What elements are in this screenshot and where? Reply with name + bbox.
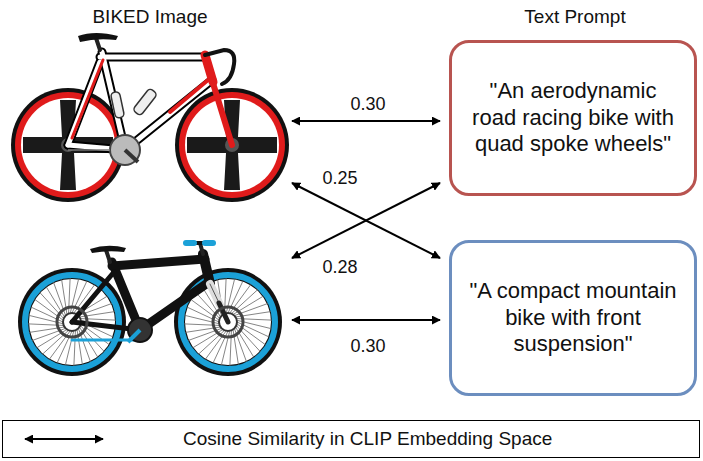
saddle	[78, 33, 118, 42]
legend-arrow-sample	[21, 429, 121, 449]
disc-brake	[57, 307, 87, 337]
crank	[128, 330, 140, 342]
column-heading: Text Prompt	[522, 6, 627, 28]
crank	[125, 150, 138, 162]
similarity-arrow	[292, 183, 440, 258]
chain	[68, 149, 110, 151]
road-bike	[11, 33, 289, 202]
similarity-arrows	[292, 121, 440, 320]
prompt-text: "An aerodynamic road racing bike with qu…	[466, 78, 680, 157]
prompt-box: "An aerodynamic road racing bike with qu…	[449, 40, 697, 196]
legend-box: Cosine Similarity in CLIP Embedding Spac…	[2, 420, 700, 458]
chainring	[128, 318, 152, 342]
similarity-score: 0.28	[320, 257, 359, 278]
front-wheel	[174, 268, 282, 376]
rear-wheel	[18, 268, 126, 376]
similarity-score: 0.25	[320, 168, 359, 189]
similarity-arrow	[292, 120, 440, 122]
bottle	[110, 91, 124, 118]
legend-item: Cosine Similarity in CLIP Embedding Spac…	[3, 428, 552, 450]
legend-text: Cosine Similarity in CLIP Embedding Spac…	[183, 428, 552, 450]
prompt-box: "A compact mountain bike with front susp…	[449, 240, 697, 396]
similarity-score: 0.30	[348, 94, 387, 115]
column-heading: BIKED Image	[90, 6, 209, 28]
mountain-bike	[18, 243, 282, 376]
similarity-arrow	[292, 183, 440, 258]
prompt-text: "A compact mountain bike with front susp…	[466, 278, 680, 357]
chainring	[110, 135, 140, 165]
disc-brake	[213, 307, 243, 337]
saddle	[90, 246, 126, 253]
road-frame	[68, 38, 234, 150]
similarity-score: 0.30	[348, 336, 387, 357]
bottle	[132, 88, 157, 116]
similarity-arrow	[292, 319, 440, 321]
